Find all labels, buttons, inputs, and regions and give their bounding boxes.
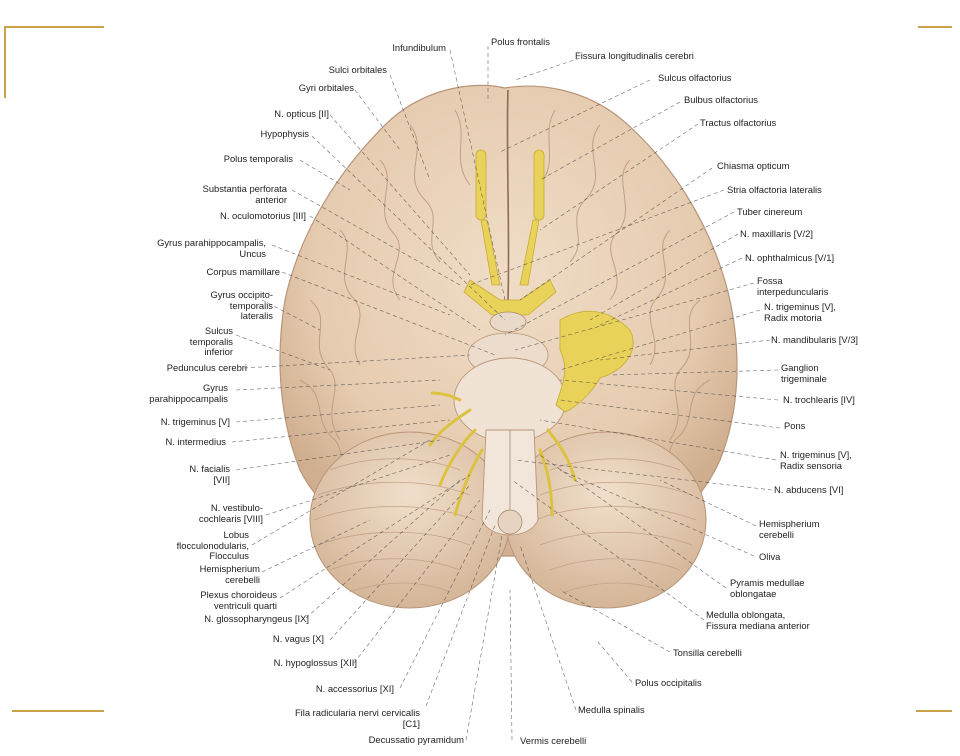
olfactory-structures	[475, 149, 545, 286]
frame-top-left-h	[4, 26, 104, 28]
label-infundibulum: Infundibulum	[392, 42, 446, 53]
leader-lines	[231, 46, 781, 741]
trigeminal-ganglion-shape	[555, 310, 634, 413]
label-n-facialis: N. facialis [VII]	[189, 463, 230, 485]
label-n-glossopharyngeus: N. glossopharyngeus [IX]	[204, 613, 309, 624]
label-fossa-interpeduncularis: Fossa interpeduncularis	[757, 275, 829, 297]
label-polus-temporalis: Polus temporalis	[223, 153, 293, 164]
label-hypophysis: Hypophysis	[260, 128, 309, 139]
cerebellum-left	[309, 431, 511, 609]
label-fissura-longitudinalis: Fissura longitudinalis cerebri	[575, 50, 694, 61]
label-hemispherium-cerebelli-right: Hemispherium cerebelli	[759, 518, 820, 540]
label-hemispherium-cerebelli-left: Hemispherium cerebelli	[199, 563, 260, 585]
label-n-trigeminus-motoria: N. trigeminus [V], Radix motoria	[764, 301, 836, 323]
label-n-trigeminus: N. trigeminus [V]	[160, 416, 230, 427]
label-pedunculus-cerebri: Pedunculus cerebri	[166, 362, 247, 373]
label-n-vagus: N. vagus [X]	[272, 633, 324, 644]
label-corpus-mamillare: Corpus mamillare	[206, 266, 280, 277]
label-sulcus-temporalis-inferior: Sulcus temporalis inferior	[189, 325, 233, 357]
spinal-cord-section	[497, 509, 523, 535]
label-pons: Pons	[784, 420, 806, 431]
label-polus-frontalis: Polus frontalis	[491, 36, 550, 47]
optic-structures	[463, 279, 557, 316]
hypophysis-shape	[489, 311, 527, 333]
frame-top-right-h	[918, 26, 952, 28]
label-polus-occipitalis: Polus occipitalis	[635, 677, 702, 688]
label-stria-olfactoria: Stria olfactoria lateralis	[727, 184, 822, 195]
label-decussatio-pyramidum: Decussatio pyramidum	[368, 734, 464, 745]
frame-bottom-right-h	[916, 710, 952, 712]
frame-bottom-left-h	[12, 710, 104, 712]
label-sulci-orbitales: Sulci orbitales	[328, 64, 387, 75]
label-gyrus-parahippocampalis-uncus: Gyrus parahippocampalis, Uncus	[157, 237, 266, 259]
label-n-trochlearis: N. trochlearis [IV]	[783, 394, 855, 405]
label-lobus-flocculonodularis: Lobus flocculonodularis, Flocculus	[176, 529, 249, 561]
label-sulcus-olfactorius: Sulcus olfactorius	[658, 72, 732, 83]
label-n-trigeminus-sensoria: N. trigeminus [V], Radix sensoria	[780, 449, 852, 471]
label-medulla-spinalis: Medulla spinalis	[578, 704, 645, 715]
label-n-maxillaris: N. maxillaris [V/2]	[740, 228, 813, 239]
label-tonsilla-cerebelli: Tonsilla cerebelli	[673, 647, 742, 658]
label-n-intermedius: N. intermedius	[165, 436, 226, 447]
label-medulla-oblongata: Medulla oblongata, Fissura mediana anter…	[706, 609, 810, 631]
label-n-accessorius: N. accessorius [XI]	[315, 683, 394, 694]
label-n-mandibularis: N. mandibularis [V/3]	[771, 334, 859, 345]
label-pyramis-medullae: Pyramis medullae oblongatae	[730, 577, 805, 599]
label-plexus-choroideus: Plexus choroideus ventriculi quarti	[200, 589, 277, 611]
label-gyrus-occipitotemporalis: Gyrus occipito- temporalis lateralis	[210, 289, 273, 321]
cerebellar-folia	[313, 458, 697, 593]
label-ganglion-trigeminale: Ganglion trigeminale	[781, 362, 827, 384]
label-substantia-perforata: Substantia perforata anterior	[202, 183, 287, 205]
frame-top-left-v	[4, 26, 6, 98]
label-gyri-orbitales: Gyri orbitales	[298, 82, 354, 93]
label-n-hypoglossus: N. hypoglossus [XII]	[273, 657, 357, 668]
fissura-longitudinalis-shape	[506, 89, 510, 301]
label-n-oculomotorius: N. oculomotorius [III]	[220, 210, 306, 221]
label-vermis-cerebelli: Vermis cerebelli	[520, 735, 587, 746]
label-n-ophthalmicus: N. ophthalmicus [V/1]	[745, 252, 835, 263]
label-chiasma-opticum: Chiasma opticum	[717, 160, 790, 171]
label-bulbus-olfactorius: Bulbus olfactorius	[684, 94, 758, 105]
label-tractus-olfactorius: Tractus olfactorius	[700, 117, 777, 128]
label-tuber-cinereum: Tuber cinereum	[737, 206, 803, 217]
label-gyrus-parahippocampalis: Gyrus parahippocampalis	[149, 382, 228, 404]
label-n-opticus: N. opticus [II]	[274, 108, 329, 119]
label-oliva: Oliva	[759, 551, 781, 562]
label-n-vestibulocochlearis: N. vestibulo- cochlearis [VIII]	[198, 502, 263, 524]
label-n-abducens: N. abducens [VI]	[774, 484, 844, 495]
cranial-nerve-bundles	[428, 391, 577, 517]
label-fila-radicularia: Fila radicularia nervi cervicalis [C1]	[294, 707, 420, 729]
